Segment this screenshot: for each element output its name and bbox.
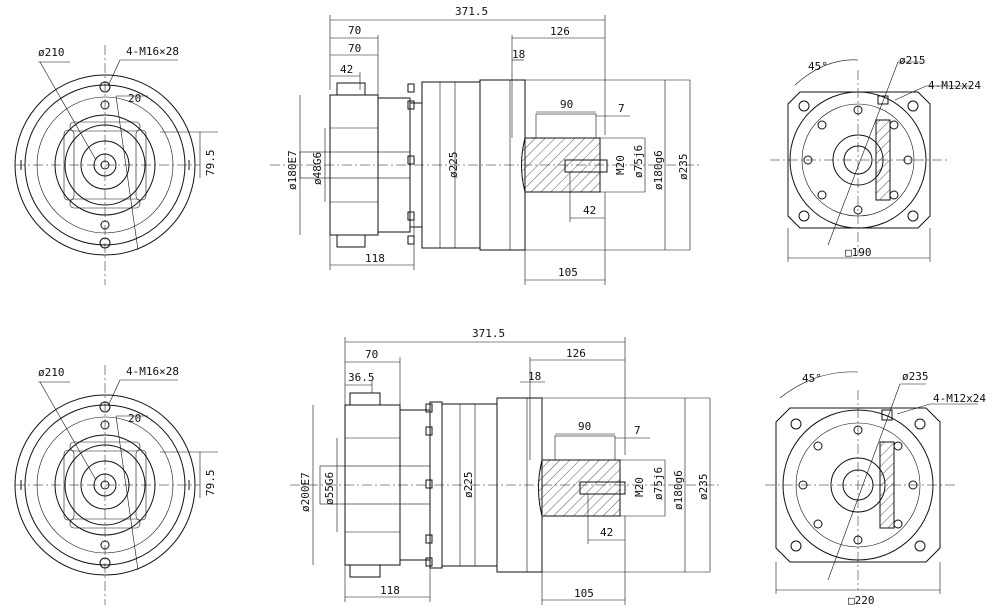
flange-outer-diameter: ø235 [677, 154, 690, 181]
dim-126: 126 [550, 25, 570, 38]
dim-70: 70 [365, 348, 378, 361]
output-shaft-diameter: ø75j6 [632, 145, 645, 178]
angle-label: 45° [802, 372, 822, 385]
overall-length: 371.5 [455, 5, 488, 18]
dim-105: 105 [558, 266, 578, 279]
dim-79-5: 79.5 [204, 470, 217, 497]
angle-label: 45° [808, 60, 828, 73]
body-diameter: ø225 [462, 472, 475, 499]
dim-36-5: 36.5 [348, 371, 375, 384]
dim-118: 118 [365, 252, 385, 265]
pilot-diameter: ø200E7 [299, 472, 312, 512]
flange-pilot-diameter: ø180g6 [652, 150, 665, 190]
dim-42-b: 42 [600, 526, 613, 539]
square-size: □220 [848, 594, 875, 607]
top-left-end-view: ø210 4-M16×28 20 79.5 [14, 45, 218, 285]
top-side-view: 371.5 70 70 42 126 18 90 7 118 105 42 ø1… [270, 5, 700, 285]
dim-70-b: 70 [348, 42, 361, 55]
dim-18: 18 [512, 48, 525, 61]
thread-size: M20 [614, 155, 627, 175]
top-right-end-view: 45° ø215 4-M12x24 □190 [770, 54, 981, 262]
pcd-label: ø235 [902, 370, 929, 383]
input-shaft-diameter: ø55G6 [323, 472, 336, 505]
flange-outer-diameter: ø235 [697, 474, 710, 501]
body-diameter: ø225 [447, 152, 460, 179]
flange-pilot-diameter: ø180g6 [672, 470, 685, 510]
dim-79-5: 79.5 [204, 150, 217, 177]
thread-callout: 4-M12x24 [928, 79, 981, 92]
dim-20: 20 [128, 92, 141, 105]
bottom-side-view: 371.5 70 36.5 126 18 90 7 118 105 42 ø20… [290, 327, 720, 605]
dim-126: 126 [566, 347, 586, 360]
dim-42: 42 [340, 63, 353, 76]
thread-callout: 4-M12x24 [933, 392, 986, 405]
dim-42-b: 42 [583, 204, 596, 217]
dim-18: 18 [528, 370, 541, 383]
pilot-diameter: ø180E7 [286, 150, 299, 190]
dim-70-a: 70 [348, 24, 361, 37]
dim-7: 7 [634, 424, 641, 437]
dim-105: 105 [574, 587, 594, 600]
pcd-label: ø215 [899, 54, 926, 67]
overall-length: 371.5 [472, 327, 505, 340]
dim-20: 20 [128, 412, 141, 425]
dim-90: 90 [560, 98, 573, 111]
pcd-diameter-label: ø210 [38, 46, 65, 59]
output-shaft-diameter: ø75j6 [652, 467, 665, 500]
square-size: □190 [845, 246, 872, 259]
dim-7: 7 [618, 102, 625, 115]
bottom-left-end-view: ø210 4-M16×28 20 79.5 [14, 365, 218, 605]
thread-size: M20 [633, 477, 646, 497]
dim-118: 118 [380, 584, 400, 597]
pcd-diameter-label: ø210 [38, 366, 65, 379]
thread-callout: 4-M16×28 [126, 365, 179, 378]
dim-90: 90 [578, 420, 591, 433]
thread-callout: 4-M16×28 [126, 45, 179, 58]
input-shaft-diameter: ø48G6 [311, 152, 324, 185]
bottom-right-end-view: 45° ø235 4-M12x24 □220 [765, 370, 986, 607]
